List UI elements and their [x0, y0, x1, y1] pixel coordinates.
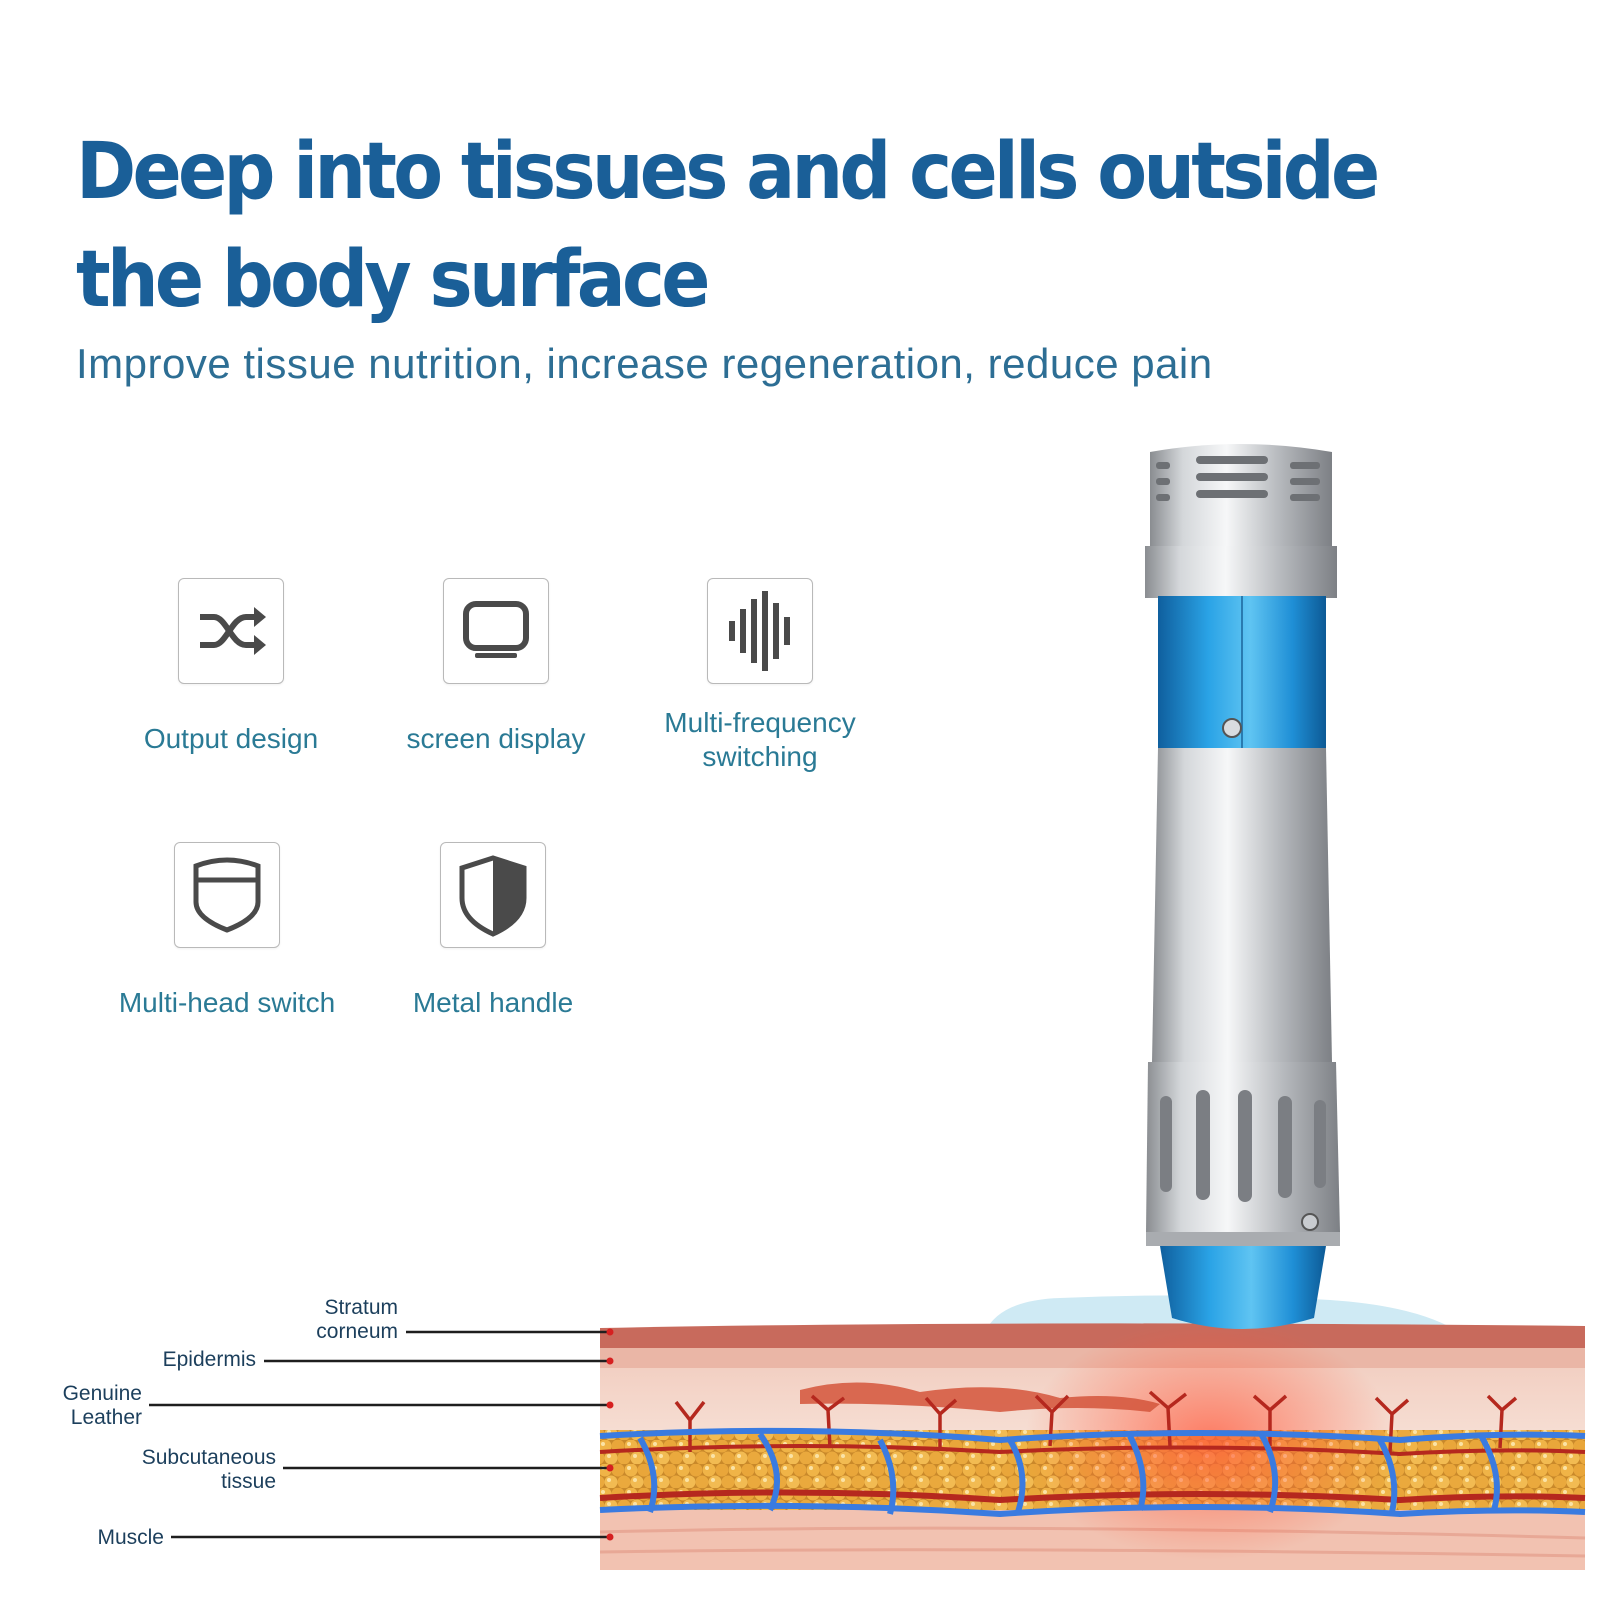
feature-output-design: Output design	[101, 578, 361, 756]
feature-label: Output design	[143, 723, 319, 754]
feature-label: Metal handle	[412, 987, 574, 1018]
feature-screen-display: screen display	[366, 578, 626, 756]
layer-label-epidermis: Epidermis	[162, 1348, 256, 1371]
feature-label: Multi-head switch	[118, 987, 336, 1018]
layer-label-muscle: Muscle	[97, 1526, 164, 1549]
feature-label: screen display	[406, 723, 586, 754]
frequency-bars-icon	[707, 578, 813, 684]
feature-metal-handle: Metal handle	[363, 842, 623, 1020]
monitor-icon	[443, 578, 549, 684]
feature-label: Multi-frequency switching	[664, 707, 856, 772]
feature-multi-frequency: Multi-frequency switching	[630, 578, 890, 774]
feature-multi-head-switch: Multi-head switch	[97, 842, 357, 1020]
layer-label-subcutaneous-tissue: Subcutaneous tissue	[141, 1446, 276, 1493]
layer-label-stratum-corneum: Stratum corneum	[316, 1296, 398, 1343]
subheadline: Improve tissue nutrition, increase regen…	[76, 340, 1213, 387]
layer-label-genuine-leather: Genuine Leather	[62, 1382, 142, 1429]
shuffle-icon	[178, 578, 284, 684]
headline: Deep into tissues and cells outside the …	[76, 127, 1380, 325]
shield-outline-icon	[174, 842, 280, 948]
half-shield-icon	[440, 842, 546, 948]
